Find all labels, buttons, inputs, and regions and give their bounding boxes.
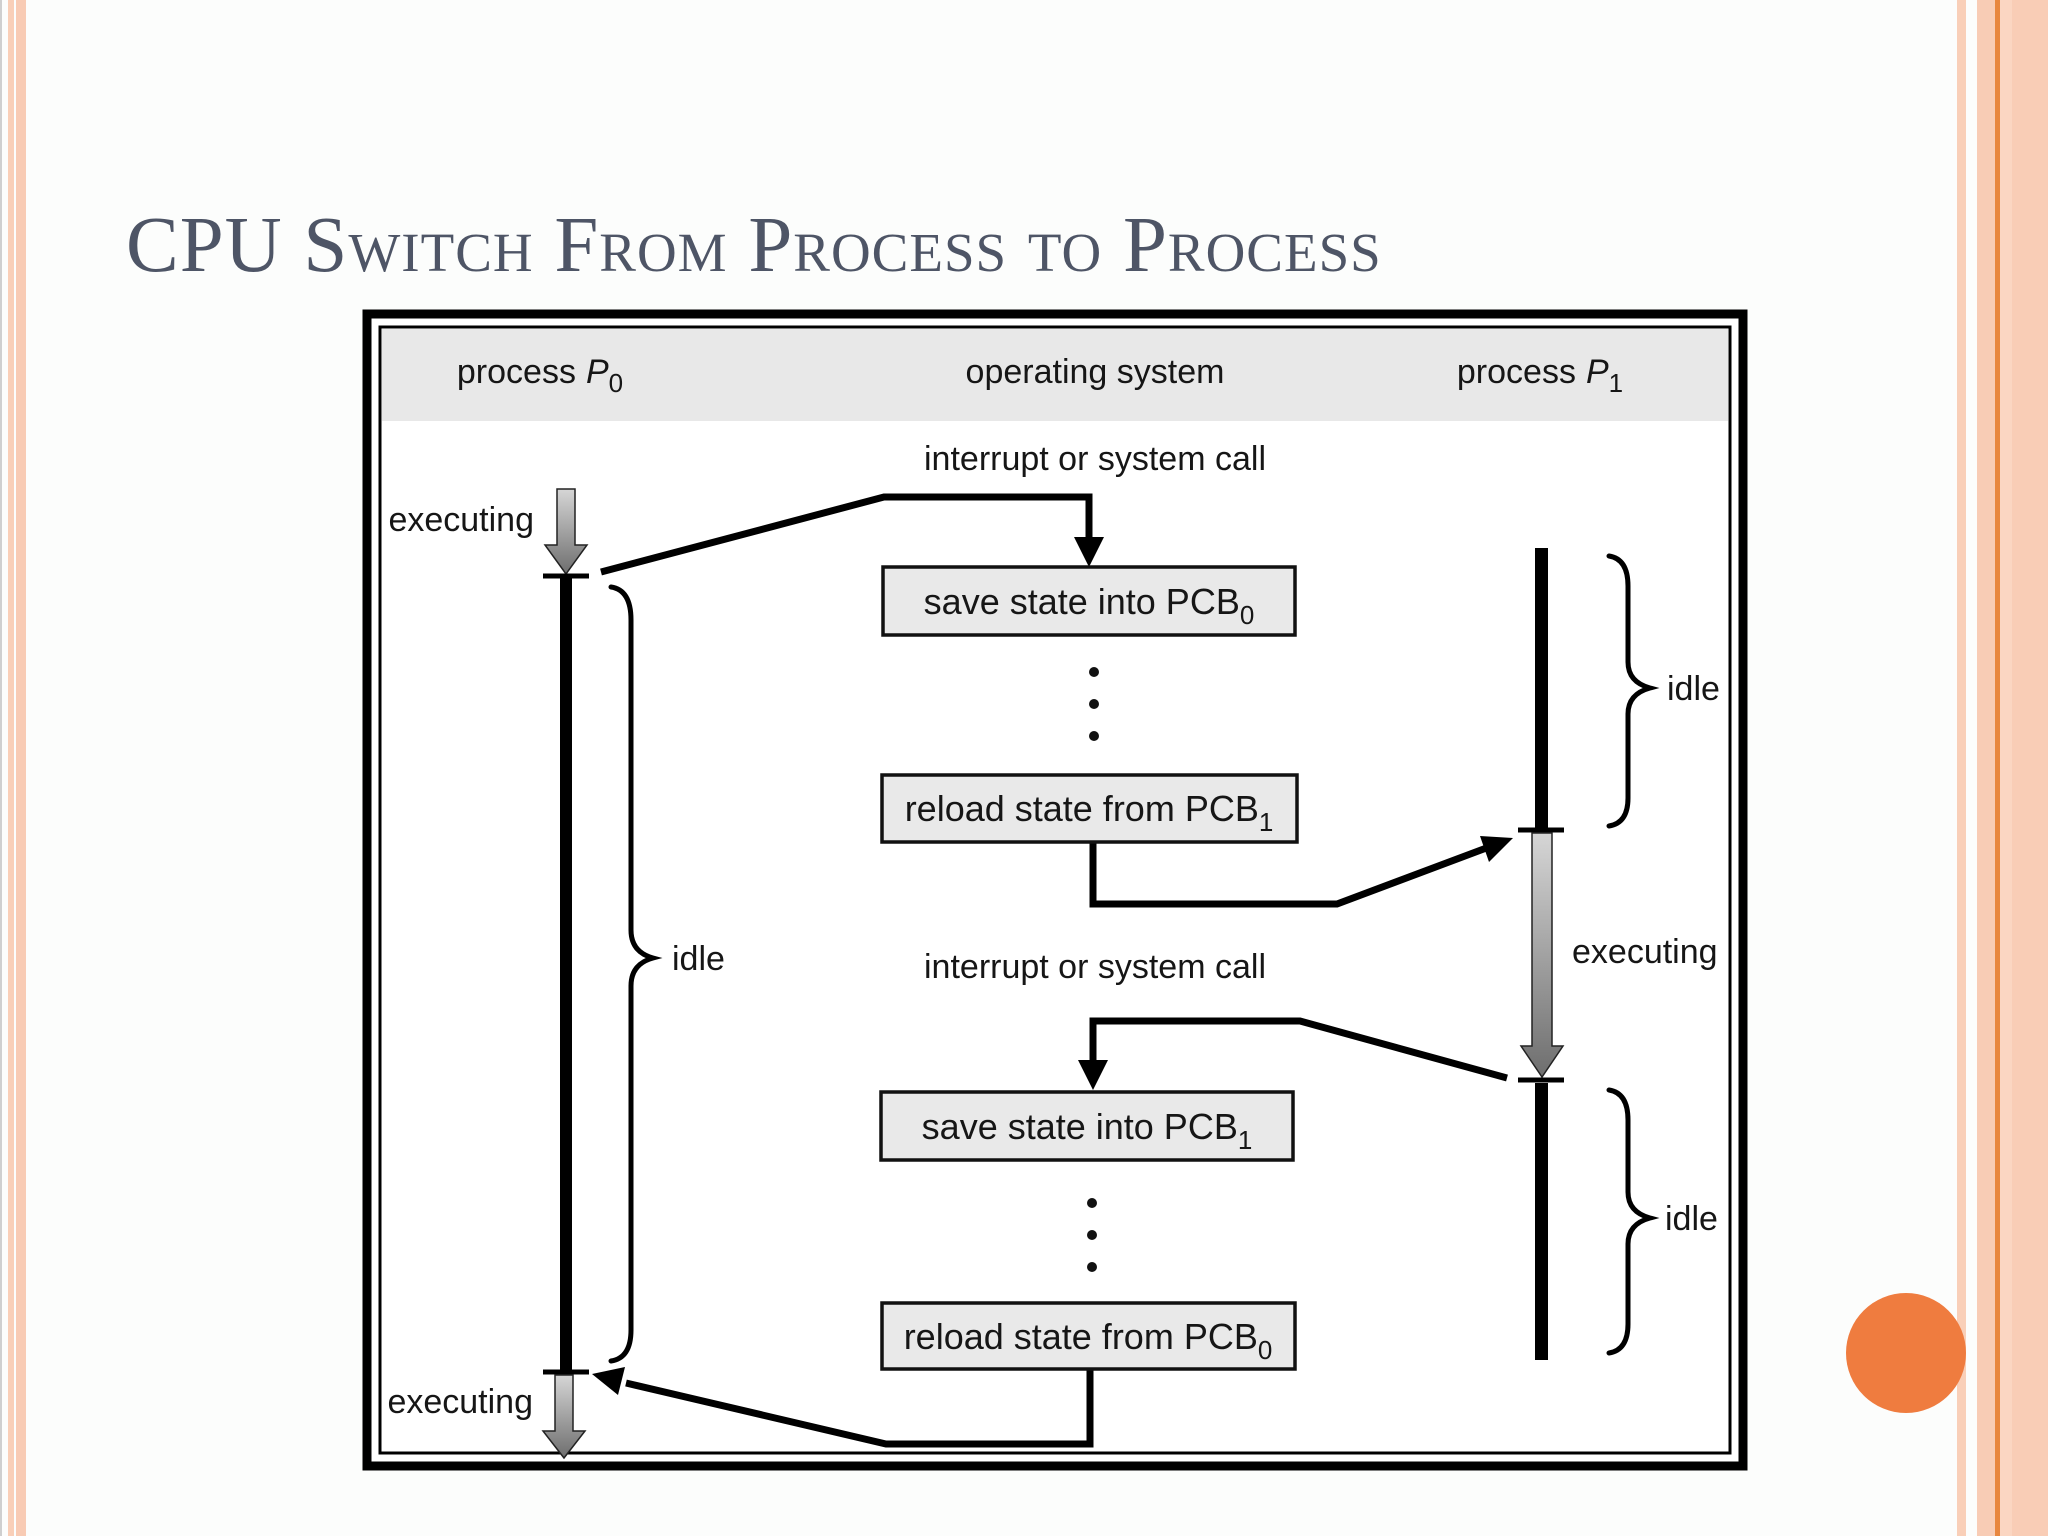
idle-label-left: idle	[672, 940, 725, 978]
idle-label-right-bottom: idle	[1665, 1200, 1718, 1238]
idle-label-right-top: idle	[1667, 670, 1720, 708]
right-stripe-mid	[1977, 0, 1995, 1536]
arrow-interrupt-top	[600, 493, 1093, 576]
interrupt-label-bottom: interrupt or system call	[924, 948, 1266, 986]
right-orange-line	[1995, 0, 2000, 1536]
header-band	[382, 329, 1728, 421]
interrupt-label-top: interrupt or system call	[924, 440, 1266, 478]
left-stripe-thin	[8, 0, 14, 1536]
executing-arrow-p0-bottom	[541, 1374, 587, 1460]
executing-arrow-p0-top	[543, 488, 589, 576]
box-reload-state-pcb1	[880, 773, 1299, 844]
box-reload-state-pcb0	[880, 1301, 1297, 1371]
box-reload-state-pcb0-label: reload state from PCB0	[904, 1316, 1273, 1365]
right-stripe-thin	[1957, 0, 1966, 1536]
left-edge-line	[0, 0, 2, 1536]
box-save-state-pcb0	[881, 565, 1297, 637]
p1-timeline-bar-top	[1535, 548, 1548, 830]
ellipsis-dots-bottom	[1087, 1198, 1097, 1272]
box-save-state-pcb1-label: save state into PCB1	[922, 1106, 1253, 1155]
arrow-reload-pcb1-to-p1	[1089, 842, 1491, 908]
column-label-operating-system: operating system	[966, 353, 1225, 391]
ellipsis-dots-top	[1089, 667, 1099, 741]
box-save-state-pcb0-label: save state into PCB0	[924, 581, 1255, 630]
slide-title: CPU Switch From Process to Process	[126, 202, 1382, 289]
arrow-interrupt-bottom-head	[1078, 1060, 1108, 1090]
idle-brace-right-top	[1606, 553, 1660, 829]
executing-label-top: executing	[388, 501, 534, 539]
right-band-highlight	[2000, 0, 2012, 1536]
box-save-state-pcb1	[879, 1090, 1295, 1162]
arrow-interrupt-top-head	[1074, 537, 1104, 567]
accent-circle	[1846, 1293, 1966, 1413]
left-stripe-wide	[16, 0, 26, 1536]
diagram-frame-inner	[378, 325, 1732, 1455]
box-reload-state-pcb1-label: reload state from PCB1	[905, 788, 1274, 837]
p0-timeline-bar	[560, 577, 572, 1372]
diagram-frame-outer	[362, 309, 1748, 1471]
idle-brace-right-bottom	[1606, 1087, 1660, 1356]
p1-timeline-bar-bottom	[1535, 1083, 1548, 1360]
arrow-reload-pcb1-head	[1480, 836, 1513, 862]
idle-brace-left	[608, 584, 663, 1364]
arrow-reload-pcb0-head	[592, 1367, 625, 1395]
executing-label-right: executing	[1572, 933, 1718, 971]
arrow-interrupt-bottom	[1089, 1017, 1508, 1082]
arrow-reload-pcb0-to-p0	[625, 1369, 1094, 1448]
executing-label-bottom: executing	[387, 1383, 533, 1421]
executing-arrow-p1	[1519, 832, 1565, 1079]
